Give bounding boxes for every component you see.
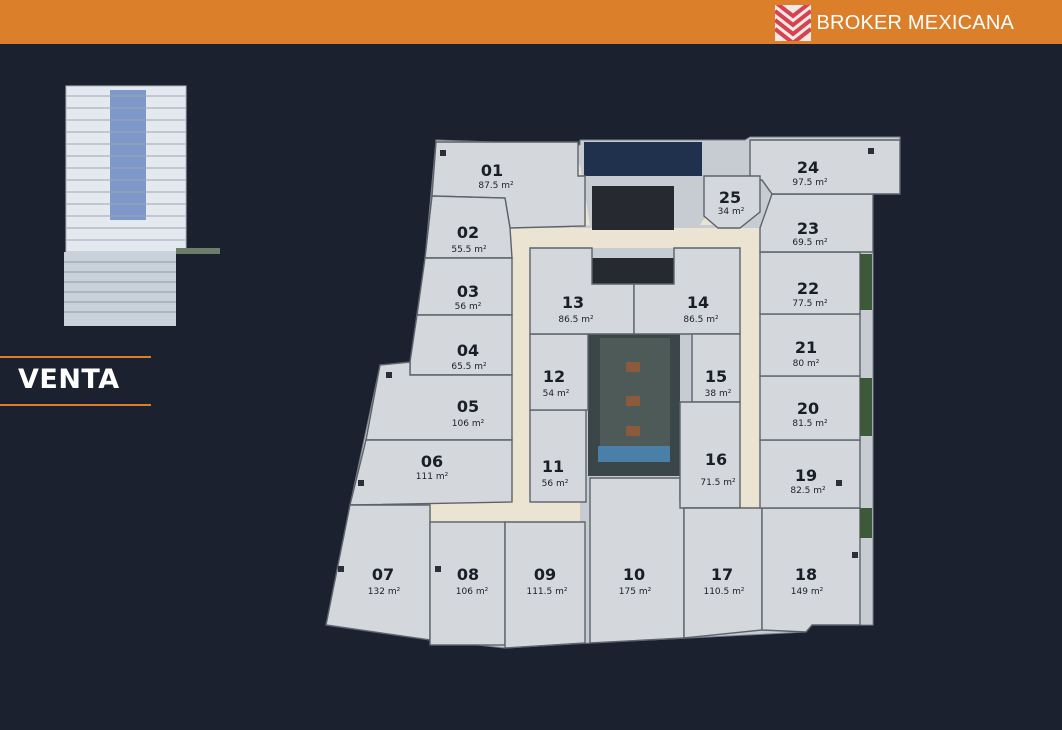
unit-08-number: 08 xyxy=(457,565,479,584)
corridor xyxy=(430,165,766,524)
unit-01-area: 87.5 m² xyxy=(478,181,514,191)
column xyxy=(338,566,344,572)
unit-10[interactable] xyxy=(589,477,685,644)
unit-04-area: 65.5 m² xyxy=(451,362,487,372)
unit-10-number: 10 xyxy=(623,565,645,584)
unit-25[interactable] xyxy=(703,175,761,229)
column xyxy=(836,480,842,486)
unit-07-area: 132 m² xyxy=(368,587,401,597)
planter xyxy=(860,508,872,538)
unit-05-area: 106 m² xyxy=(452,419,485,429)
unit-19[interactable] xyxy=(759,439,861,509)
unit-23-area: 69.5 m² xyxy=(792,238,828,248)
unit-labels: 01 87.5 m² 02 55.5 m² 03 56 m² 04 65.5 m… xyxy=(368,158,828,597)
unit-15-area: 38 m² xyxy=(705,389,732,399)
unit-21[interactable] xyxy=(759,313,861,377)
column xyxy=(868,148,874,154)
unit-16-number: 16 xyxy=(705,450,727,469)
unit-06[interactable] xyxy=(349,439,513,506)
unit-07-number: 07 xyxy=(372,565,394,584)
unit-13-area: 86.5 m² xyxy=(558,315,594,325)
unit-03-area: 56 m² xyxy=(455,302,482,312)
unit-12-number: 12 xyxy=(543,367,565,386)
sale-label: VENTA xyxy=(0,356,151,406)
unit-03-number: 03 xyxy=(457,282,479,301)
unit-15-number: 15 xyxy=(705,367,727,386)
unit-10-area: 175 m² xyxy=(619,587,652,597)
unit-25-area: 34 m² xyxy=(718,207,745,217)
brand-name: BROKER MEXICANA xyxy=(816,11,1014,34)
unit-09-number: 09 xyxy=(534,565,556,584)
unit-17-area: 110.5 m² xyxy=(703,587,744,597)
unit-02-area: 55.5 m² xyxy=(451,245,487,255)
unit-06-area: 111 m² xyxy=(416,472,449,482)
unit-21-area: 80 m² xyxy=(793,359,820,369)
unit-22-area: 77.5 m² xyxy=(792,299,828,309)
unit-02-number: 02 xyxy=(457,223,479,242)
building-section-thumbnail xyxy=(64,85,220,326)
unit-16-area: 71.5 m² xyxy=(700,478,736,488)
unit-06-number: 06 xyxy=(421,452,443,471)
planter xyxy=(860,378,872,436)
unit-08-area: 106 m² xyxy=(456,587,489,597)
unit-09[interactable] xyxy=(504,521,586,649)
unit-19-area: 82.5 m² xyxy=(790,486,826,496)
unit-14-number: 14 xyxy=(687,293,709,312)
unit-18-area: 149 m² xyxy=(791,587,824,597)
column xyxy=(852,552,858,558)
unit-14[interactable] xyxy=(633,247,741,335)
sale-label-text: VENTA xyxy=(18,364,120,395)
column xyxy=(435,566,441,572)
unit-18-number: 18 xyxy=(795,565,817,584)
planter xyxy=(860,254,872,310)
unit-15[interactable] xyxy=(691,333,741,403)
chevron-stripes-icon xyxy=(774,5,811,41)
unit-17-number: 17 xyxy=(711,565,733,584)
unit-11-number: 11 xyxy=(542,457,564,476)
header-bar: BROKER MEXICANA xyxy=(0,0,1062,44)
unit-04-number: 04 xyxy=(457,341,479,360)
unit-22[interactable] xyxy=(759,251,861,315)
unit-08[interactable] xyxy=(429,521,506,646)
column xyxy=(386,372,392,378)
unit-13-number: 13 xyxy=(562,293,584,312)
unit-02[interactable] xyxy=(424,195,513,259)
unit-19-number: 19 xyxy=(795,466,817,485)
building-podium xyxy=(64,248,220,326)
unit-20-area: 81.5 m² xyxy=(792,419,828,429)
unit-23-number: 23 xyxy=(797,219,819,238)
unit-14-area: 86.5 m² xyxy=(683,315,719,325)
building-tower xyxy=(65,85,187,253)
column xyxy=(358,480,364,486)
unit-22-number: 22 xyxy=(797,279,819,298)
unit-01-number: 01 xyxy=(481,161,503,180)
courtyard xyxy=(588,334,680,476)
unit-09-area: 111.5 m² xyxy=(526,587,567,597)
brand-logo[interactable]: BROKER MEXICANA xyxy=(774,5,1014,41)
unit-05-number: 05 xyxy=(457,397,479,416)
unit-11-area: 56 m² xyxy=(542,479,569,489)
unit-12[interactable] xyxy=(529,333,589,411)
unit-24-area: 97.5 m² xyxy=(792,178,828,188)
unit-25-number: 25 xyxy=(719,188,741,207)
column xyxy=(440,150,446,156)
unit-24-number: 24 xyxy=(797,158,819,177)
unit-12-area: 54 m² xyxy=(543,389,570,399)
unit-21-number: 21 xyxy=(795,338,817,357)
unit-11[interactable] xyxy=(529,409,587,503)
unit-20-number: 20 xyxy=(797,399,819,418)
unit-20[interactable] xyxy=(759,375,861,441)
